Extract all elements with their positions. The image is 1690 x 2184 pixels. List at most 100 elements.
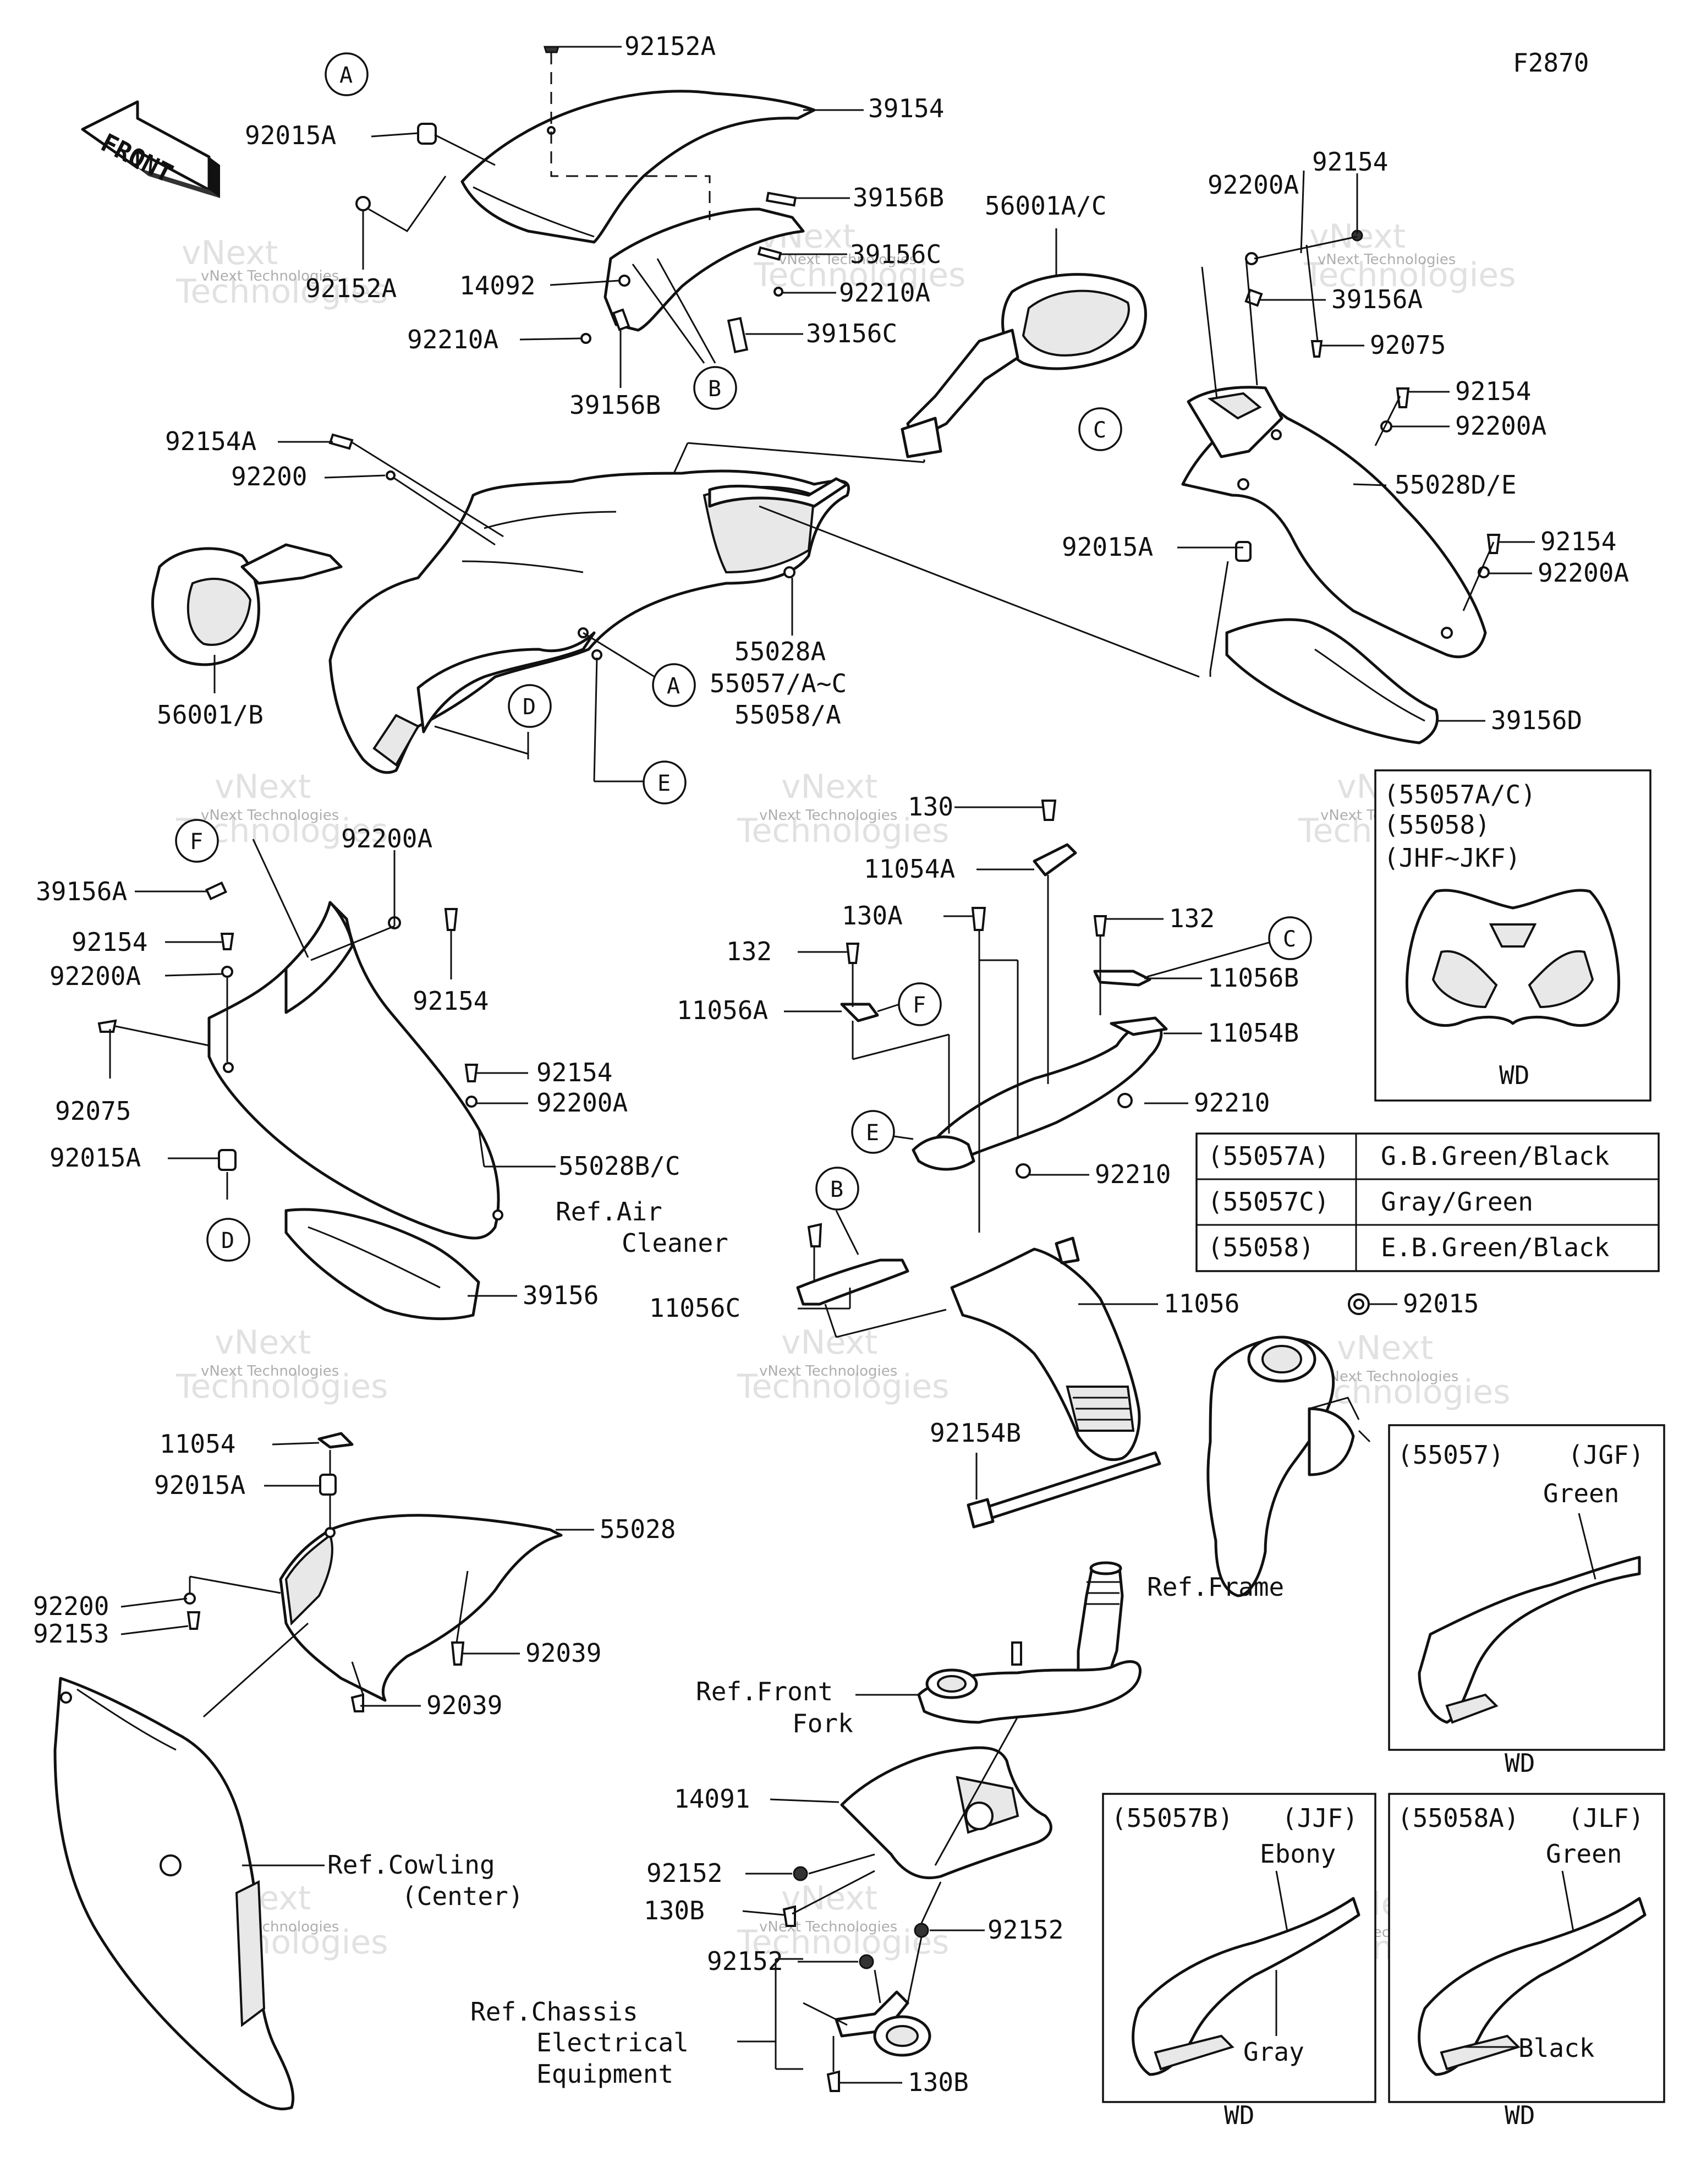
part-label: 92015A — [154, 1470, 245, 1500]
inset-jjf: (55057B) (JJF) Ebony Gray WD — [1102, 1793, 1376, 2130]
ref-label: (Center) — [402, 1881, 524, 1911]
watermark: vNext Technologies — [201, 807, 339, 824]
inset-footer: WD — [1499, 1060, 1529, 1090]
inset-color: Black — [1518, 2033, 1594, 2063]
part-label: 92154 — [72, 927, 147, 957]
ref-label: Equipment — [536, 2059, 673, 2089]
part-label: 11056B — [1208, 963, 1299, 993]
reference-circles: A B C A D E F D C F E B — [175, 52, 1312, 1262]
watermark: vNext Technologies — [759, 807, 897, 824]
circle-letter: B — [830, 1177, 843, 1202]
watermark: Technologies — [737, 1923, 949, 1962]
watermark: vNext Technologies — [759, 1363, 897, 1380]
watermark: vNext Technologies — [1320, 1369, 1458, 1385]
part-label: 39156D — [1491, 705, 1582, 735]
part-label: 92154B — [930, 1418, 1021, 1448]
part-label: 130A — [842, 901, 903, 930]
watermark: vNext Technologies — [759, 1919, 897, 1935]
part-label: 55028 — [600, 1514, 676, 1544]
part-label: 11054B — [1208, 1018, 1299, 1048]
part-label: 39156B — [853, 183, 944, 212]
circle-letter: F — [190, 829, 203, 855]
watermark: vNext Technologies — [1318, 251, 1456, 268]
lower-cowl-labels: 11054 92015A 55028 92200 92153 92039 920… — [33, 1429, 676, 1911]
part-label: 39154 — [868, 94, 944, 123]
part-label: 14091 — [674, 1784, 750, 1814]
part-label: 39156A — [1331, 284, 1423, 314]
part-label: 92200A — [536, 1088, 628, 1118]
frame-assembly: Ref.Frame — [1147, 1335, 1371, 1602]
part-label: 39156 — [523, 1280, 599, 1310]
part-label: 14092 — [459, 271, 535, 300]
color-table-color: G.B.Green/Black — [1381, 1141, 1609, 1171]
circle-letter: A — [667, 674, 680, 699]
part-label: 92015A — [50, 1143, 141, 1173]
upper-cowl-labels: 92154A 92200 55028A 55057/A~C 55058/A — [165, 426, 847, 730]
ref-label: Ref.Frame — [1147, 1572, 1284, 1602]
frame-head — [1206, 1337, 1335, 1597]
part-label: 56001/B — [157, 700, 264, 730]
inset-model: (JJF) — [1282, 1803, 1358, 1833]
part-label: 92200A — [1538, 558, 1629, 588]
color-table-color: E.B.Green/Black — [1381, 1233, 1609, 1262]
part-label: 11056A — [677, 995, 768, 1025]
part-label: 55058/A — [734, 700, 841, 730]
fork-labels: Ref.Front Fork 14091 92152 130B 92152 92… — [470, 1677, 1063, 2097]
lower-cover — [840, 1746, 1052, 1880]
left-panel-labels: 92200A 39156A 92154 92200A 92154 92075 9… — [36, 824, 681, 1310]
part-label: 92154 — [413, 986, 489, 1016]
color-table-code: (55057C) — [1208, 1187, 1330, 1217]
side-panel-right — [1181, 400, 1487, 659]
circle-letter: D — [221, 1228, 234, 1254]
part-label: 92200A — [341, 824, 432, 853]
part-label: 39156C — [806, 319, 897, 348]
watermark: Technologies — [737, 1367, 949, 1406]
part-label: 92200 — [231, 462, 307, 491]
part-label: 92075 — [55, 1096, 131, 1126]
part-label: 92154 — [1540, 527, 1616, 556]
part-label: 92154A — [165, 426, 256, 456]
circle-letter: B — [708, 376, 721, 402]
circle-letter: C — [1093, 418, 1106, 443]
part-label: 92200 — [33, 1591, 109, 1621]
inset-jlf: (55058A) (JLF) Green Black WD — [1388, 1793, 1665, 2130]
lower-cowl-assembly — [53, 1432, 594, 2111]
meter-cover — [603, 207, 805, 332]
part-label: 55028B/C — [558, 1151, 681, 1181]
part-label: Cleaner — [622, 1228, 728, 1258]
inset-color: Ebony — [1260, 1839, 1336, 1869]
right-panel-assembly — [1177, 170, 1535, 745]
watermark: vNext — [215, 768, 311, 806]
ref-label: Fork — [792, 1709, 853, 1738]
part-label: 39156B — [569, 390, 661, 420]
watermark: Technologies — [175, 272, 388, 311]
inset-jgf: (55057) (JGF) Green WD — [1388, 1424, 1665, 1778]
part-label: 92152 — [707, 1946, 783, 1976]
side-panel-left — [207, 901, 500, 1240]
part-label: 92152A — [305, 273, 397, 303]
left-panel-assembly — [97, 839, 556, 1321]
part-label: 130B — [908, 2067, 969, 2097]
part-label: 11056 — [1164, 1289, 1239, 1318]
figure-code: F2870 — [1513, 48, 1589, 78]
ref-label: Ref.Chassis — [470, 1997, 638, 2027]
inset-model: (JGF) — [1568, 1440, 1644, 1470]
part-label: 92210 — [1194, 1088, 1270, 1118]
part-label: 55028D/E — [1395, 470, 1517, 500]
upper-cowl-assembly — [278, 433, 1211, 782]
ref-label: Ref.Front — [696, 1677, 833, 1706]
watermark: vNext — [1337, 1329, 1433, 1367]
mirror-right: 56001A/C — [901, 191, 1147, 458]
inset-model: (JHF~JKF) — [1384, 843, 1521, 873]
watermark: vNext — [781, 768, 877, 806]
circle-letter: C — [1283, 927, 1296, 952]
color-table-code: (55057A) — [1208, 1141, 1330, 1171]
watermark: Technologies — [753, 256, 965, 294]
circle-letter: E — [866, 1120, 879, 1146]
inset-color: Green — [1546, 1839, 1622, 1869]
part-label: 132 — [1169, 904, 1215, 933]
fork-assembly — [737, 1561, 1142, 2092]
part-label: 92154 — [1312, 147, 1388, 177]
part-label: 92152 — [646, 1858, 722, 1888]
